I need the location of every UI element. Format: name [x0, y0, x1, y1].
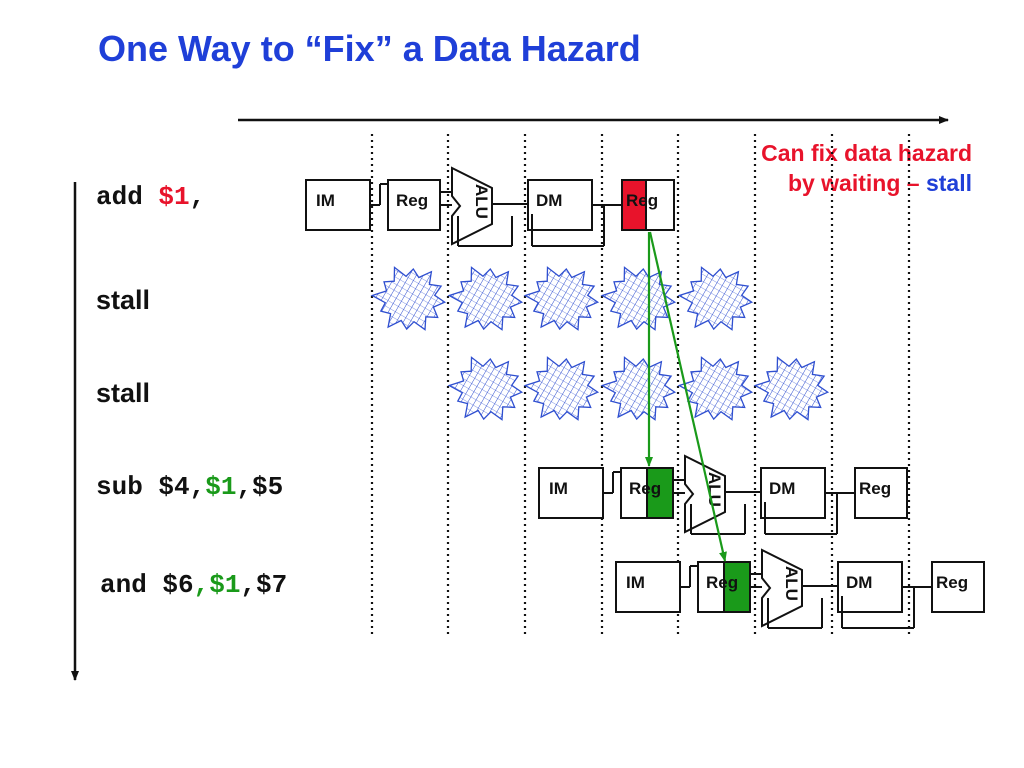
instruction-and-rest: ,$7 [240, 570, 288, 600]
alu-stage-shape [761, 548, 803, 628]
reg-write-stage-label: Reg [936, 573, 968, 592]
stall-note-keyword: stall [925, 170, 972, 196]
instruction-add-mnemonic: add [96, 182, 159, 212]
instruction-and-register: ,$1 [193, 570, 241, 600]
instruction-sub: sub $4,$1,$5 [96, 472, 283, 502]
reg-read-highlight [723, 561, 751, 613]
im-stage-label: IM [626, 573, 645, 592]
im-stage-box [305, 179, 371, 231]
instruction-sub-mnemonic: sub $4, [96, 472, 206, 502]
stall-bubble-row1-5 [677, 266, 754, 331]
slide-title: One Way to “Fix” a Data Hazard [98, 28, 641, 69]
stall-bubble-row1-2 [447, 266, 524, 331]
stall-bubble-row2-3 [600, 356, 677, 421]
dm-stage-box [837, 561, 903, 613]
stall-bubble-row1-3 [523, 266, 600, 331]
alu-stage-label: ALU [782, 566, 801, 601]
reg-write-stage-box [854, 467, 908, 519]
im-stage-box [538, 467, 604, 519]
pipeline-row-add: IM Reg ALU DM Reg [305, 166, 675, 247]
reg-write-stage-label: Reg [626, 191, 658, 210]
reg-read-stage-box [387, 179, 441, 231]
hazard-arrow-to-and [648, 231, 727, 562]
instruction-stall-1: stall [96, 285, 151, 315]
instruction-add-rest: , [189, 182, 206, 212]
alu-stage-label: ALU [472, 184, 491, 219]
stall-bubble-row2-4 [677, 356, 754, 421]
stall-note-text: Can fix data hazard by waiting – [761, 140, 972, 196]
reg-read-highlight [646, 467, 674, 519]
reg-read-stage-label: Reg [706, 573, 738, 592]
reg-write-stage-label: Reg [859, 479, 891, 498]
dm-stage-label: DM [846, 573, 872, 592]
stall-bubble-row2-2 [523, 356, 600, 421]
pipeline-row-and: IM Reg ALU DM Reg [615, 548, 985, 629]
instruction-sub-rest: ,$5 [236, 472, 284, 502]
stall-bubble-row1-1 [370, 266, 447, 331]
dm-stage-label: DM [536, 191, 562, 210]
instruction-add-register: $1 [158, 182, 190, 212]
stall-bubble-row2-5 [753, 356, 830, 421]
im-stage-label: IM [316, 191, 335, 210]
reg-read-stage-label: Reg [396, 191, 428, 210]
instruction-and: and $6,$1,$7 [100, 570, 287, 600]
stall-bubbles [370, 266, 830, 421]
alu-stage-shape [451, 166, 493, 246]
instruction-and-mnemonic: and $6 [100, 570, 194, 600]
reg-read-stage-label: Reg [629, 479, 661, 498]
reg-write-stage-box [931, 561, 985, 613]
instruction-add: add $1, [96, 182, 205, 212]
stall-note: Can fix data hazard by waiting – stall [752, 138, 972, 198]
reg-write-highlight [621, 179, 647, 231]
im-stage-label: IM [549, 479, 568, 498]
instruction-sub-register: $1 [205, 472, 237, 502]
dm-stage-label: DM [769, 479, 795, 498]
stall-bubble-row1-4 [600, 266, 677, 331]
im-stage-box [615, 561, 681, 613]
stall-bubble-row2-1 [447, 356, 524, 421]
instruction-stall-2: stall [96, 378, 151, 408]
